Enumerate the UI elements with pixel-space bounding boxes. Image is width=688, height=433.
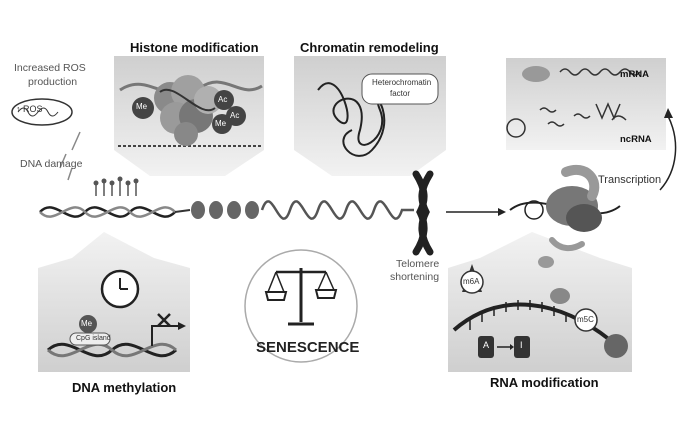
- ncrna-label: ncRNA: [620, 134, 652, 145]
- mrna-label: mRNA: [620, 69, 650, 80]
- mitochondria-icon: [11, 98, 73, 126]
- rna-modification-label: RNA modification: [490, 375, 599, 390]
- m5c-marker: [574, 308, 598, 332]
- telomere-label-line2: shortening: [390, 271, 440, 283]
- heterochromatin-factor-box: [361, 73, 439, 105]
- m6a-marker: [460, 270, 484, 294]
- a-base-label: A: [483, 340, 490, 350]
- ros-label-line1: Increased ROS: [14, 62, 86, 74]
- me-mark-dna: [79, 315, 97, 333]
- ros-label-line2: production: [28, 76, 78, 88]
- a-tube: [478, 336, 494, 358]
- dna-methylation-panel: [38, 232, 190, 372]
- senescence-emblem: [244, 249, 358, 363]
- transcription-arrow: [659, 115, 677, 191]
- chromatin-panel: [294, 56, 446, 176]
- cpg-island-label: CpG island: [76, 335, 111, 342]
- transcription-complex: [509, 165, 621, 268]
- nucleosome-cluster: [154, 75, 222, 146]
- me-label-histone-2: Me: [215, 119, 227, 128]
- dna-methylation-label: DNA methylation: [72, 380, 177, 395]
- histone-panel: [114, 56, 264, 176]
- dna-damage-label: DNA damage: [20, 158, 83, 170]
- senescence-label: SENESCENCE: [256, 339, 360, 356]
- main-dna-strand: [39, 176, 414, 220]
- damage-lightning-icon: [59, 131, 81, 181]
- telomere-label-line1: Telomere: [396, 258, 440, 270]
- m6a-label: m6A: [463, 277, 480, 286]
- me-label-histone: Me: [136, 102, 148, 111]
- ac-label-1: Ac: [218, 95, 228, 104]
- ac-mark-1: [214, 90, 234, 110]
- i-base-label: I: [520, 340, 523, 350]
- heterochromatin-label-line2: factor: [390, 89, 411, 98]
- chromosome-icon: [412, 170, 434, 256]
- ros-arrow-label: ↑ ROS: [16, 104, 43, 114]
- heterochromatin-label-line1: Heterochromatin: [372, 78, 432, 87]
- rna-modification-panel: [448, 232, 632, 372]
- histone-modification-label: Histone modification: [130, 40, 259, 55]
- ac-label-2: Ac: [230, 111, 240, 120]
- chromatin-remodeling-label: Chromatin remodeling: [300, 40, 439, 55]
- i-tube: [514, 336, 530, 358]
- me-mark-histone: [132, 97, 154, 119]
- m5c-label: m5C: [577, 315, 594, 324]
- transcription-label: Transcription: [598, 174, 662, 186]
- me-label-dna: Me: [81, 319, 93, 328]
- rna-panel: [506, 58, 666, 150]
- me-mark-histone-2: [212, 114, 232, 134]
